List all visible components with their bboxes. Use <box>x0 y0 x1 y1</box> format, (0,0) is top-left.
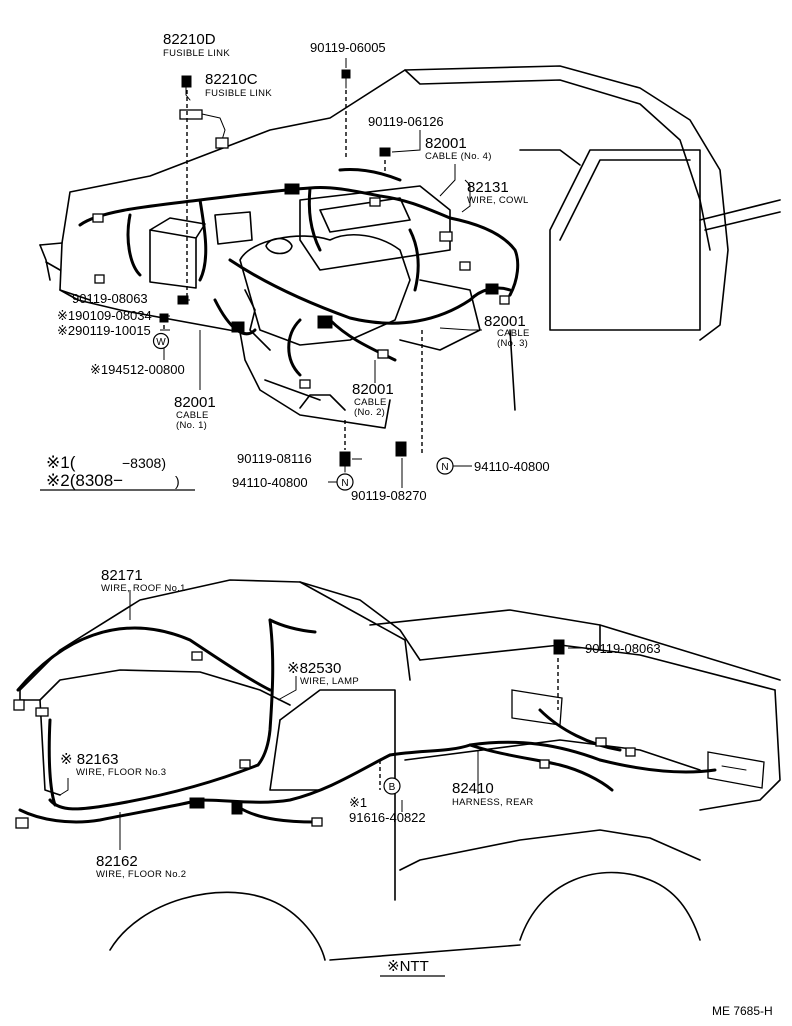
label-91616-40822: ※1 91616-40822 <box>349 795 426 825</box>
label-90119-08063-top: 90119-08063 <box>72 291 148 306</box>
label-194512-00800: ※194512-00800 <box>90 362 185 377</box>
label-82001-cable-1: 82001 CABLE (No. 1) <box>174 394 216 431</box>
svg-text:WIRE, FLOOR No.3: WIRE, FLOOR No.3 <box>76 767 166 778</box>
label-90119-08270: 90119-08270 <box>351 488 427 503</box>
svg-text:W: W <box>156 337 166 348</box>
footnote-ntt: ※NTT <box>380 958 445 977</box>
legend-line-2-mark: ※2(8308− <box>46 471 123 490</box>
svg-text:82162: 82162 <box>96 853 138 870</box>
svg-text:B: B <box>389 782 396 793</box>
svg-text:HARNESS, REAR: HARNESS, REAR <box>452 797 534 808</box>
svg-text:82131: 82131 <box>467 179 509 196</box>
svg-text:(No. 1): (No. 1) <box>176 420 207 431</box>
svg-text:91616-40822: 91616-40822 <box>349 810 426 825</box>
legend: ※1( −8308) ※2(8308− ) <box>40 453 195 491</box>
svg-text:N: N <box>441 462 448 473</box>
svg-text:82001: 82001 <box>425 135 467 152</box>
svg-text:(No. 2): (No. 2) <box>354 407 385 418</box>
label-90119-08063-bottom: 90119-08063 <box>585 641 661 656</box>
label-90119-06005: 90119-06005 <box>310 40 386 55</box>
legend-line-2-value: ) <box>175 473 180 489</box>
svg-text:82410: 82410 <box>452 780 494 797</box>
callout-n-right: N <box>436 457 454 475</box>
svg-text:FUSIBLE LINK: FUSIBLE LINK <box>205 88 272 99</box>
callout-n-left: N <box>336 473 354 491</box>
label-82163-wire-floor-3: ※ 82163 WIRE, FLOOR No.3 <box>60 751 166 778</box>
legend-line-1-mark: ※1( <box>46 453 76 472</box>
svg-text:※82530: ※82530 <box>287 660 341 677</box>
label-94110-40800-right: 94110-40800 <box>474 459 550 474</box>
label-82410-harness-rear: 82410 HARNESS, REAR <box>452 780 534 808</box>
label-82171-wire-roof: 82171 WIRE, ROOF No.1 <box>101 567 186 594</box>
svg-text:CABLE: CABLE <box>497 328 530 339</box>
svg-text:※1: ※1 <box>349 795 367 810</box>
label-82162-wire-floor-2: 82162 WIRE, FLOOR No.2 <box>96 853 186 880</box>
callout-w: W <box>152 332 170 350</box>
label-82001-cable-3: 82001 CABLE (No. 3) <box>484 313 530 349</box>
svg-text:82171: 82171 <box>101 567 143 584</box>
label-90119-08116: 90119-08116 <box>237 451 312 466</box>
label-82001-cable-2: 82001 CABLE (No. 2) <box>352 381 394 418</box>
svg-text:82210D: 82210D <box>163 31 216 48</box>
svg-text:82210C: 82210C <box>205 71 258 88</box>
label-94110-40800-left: 94110-40800 <box>232 475 308 490</box>
svg-text:CABLE (No. 4): CABLE (No. 4) <box>425 151 492 162</box>
svg-text:WIRE, LAMP: WIRE, LAMP <box>300 676 359 687</box>
drawing-id: ME 7685-H <box>712 1004 773 1018</box>
label-82530-wire-lamp: ※82530 WIRE, LAMP <box>287 660 359 687</box>
label-82210c: 82210C FUSIBLE LINK <box>205 71 272 99</box>
svg-text:82001: 82001 <box>352 381 394 398</box>
svg-text:※ 82163: ※ 82163 <box>60 751 118 768</box>
svg-text:82001: 82001 <box>174 394 216 411</box>
svg-text:FUSIBLE LINK: FUSIBLE LINK <box>163 48 230 59</box>
svg-text:WIRE, COWL: WIRE, COWL <box>467 195 529 206</box>
svg-text:WIRE, ROOF No.1: WIRE, ROOF No.1 <box>101 583 186 594</box>
svg-text:N: N <box>341 478 348 489</box>
svg-text:CABLE: CABLE <box>176 410 209 421</box>
label-190109-08034: ※190109-08034 <box>57 308 152 323</box>
cab-bed-illustration <box>13 579 781 961</box>
engine-bay-illustration <box>39 58 781 488</box>
svg-text:※NTT: ※NTT <box>387 958 429 975</box>
label-90119-06126: 90119-06126 <box>368 114 444 129</box>
label-82210d: 82210D FUSIBLE LINK <box>163 31 230 59</box>
label-82001-cable-4: 82001 CABLE (No. 4) <box>425 135 492 162</box>
label-82131-wire-cowl: 82131 WIRE, COWL <box>467 179 529 206</box>
svg-text:82001: 82001 <box>484 313 526 330</box>
svg-text:(No. 3): (No. 3) <box>497 338 528 349</box>
callout-b: B <box>383 777 401 795</box>
label-290119-10015: ※290119-10015 <box>57 323 151 338</box>
svg-text:WIRE, FLOOR No.2: WIRE, FLOOR No.2 <box>96 869 186 880</box>
legend-line-1-value: −8308) <box>122 455 166 471</box>
svg-text:CABLE: CABLE <box>354 397 387 408</box>
